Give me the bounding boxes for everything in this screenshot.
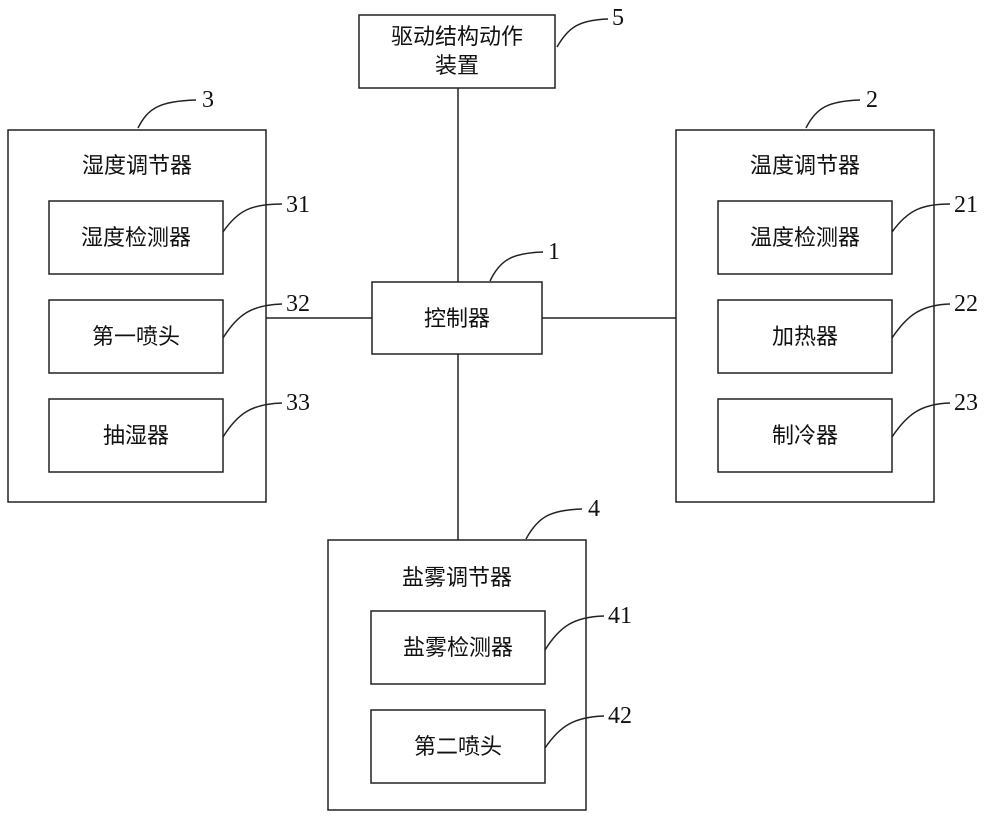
ref-41: 41 [608,603,632,629]
ref-23: 23 [954,390,978,416]
cooler-label: 制冷器 [772,424,838,449]
ref-32: 32 [286,291,310,317]
controller-node: 控制器 [371,281,543,355]
ref-2: 2 [866,87,878,113]
reference-numerals: 5 1 3 2 4 31 32 33 21 22 23 41 42 [202,5,978,729]
ref-5: 5 [612,5,624,31]
ref-3: 3 [202,87,214,113]
leader-31 [222,203,283,233]
leader-1 [489,251,544,282]
ref-22: 22 [954,291,978,317]
temperature-detector-label: 温度检测器 [750,226,860,251]
drive-label-line1: 驱动结构动作 [391,25,523,50]
leader-41 [544,615,605,651]
ref-4: 4 [588,496,600,522]
leader-5 [556,18,609,48]
leader-23 [891,402,951,438]
leader-32 [222,303,283,339]
ref-21: 21 [954,192,978,218]
heater-label: 加热器 [772,325,838,350]
ref-1: 1 [548,239,560,265]
ref-33: 33 [286,390,310,416]
leader-lines [137,18,951,749]
salt-fog-regulator-node: 盐雾调节器 盐雾检测器 第二喷头 [327,539,587,811]
leader-21 [891,203,951,233]
humidity-detector-label: 湿度检测器 [81,226,191,251]
leader-42 [544,715,605,749]
drive-node: 驱动结构动作 装置 [358,14,556,89]
leader-2 [805,99,861,129]
second-nozzle-label: 第二喷头 [414,735,502,760]
temperature-regulator-node: 温度调节器 温度检测器 加热器 制冷器 [675,129,935,503]
ref-31: 31 [286,192,310,218]
dehumidifier-label: 抽湿器 [103,424,169,449]
leader-33 [222,402,283,438]
leader-22 [891,303,951,339]
humidity-regulator-node: 湿度调节器 湿度检测器 第一喷头 抽湿器 [7,129,267,503]
first-nozzle-label: 第一喷头 [92,325,180,350]
leader-4 [525,508,583,540]
ref-42: 42 [608,703,632,729]
humidity-regulator-label: 湿度调节器 [82,154,192,179]
drive-label-line2: 装置 [435,54,479,79]
salt-fog-regulator-label: 盐雾调节器 [402,566,512,591]
temperature-regulator-label: 温度调节器 [750,154,860,179]
controller-label: 控制器 [424,307,490,332]
leader-3 [137,99,197,129]
salt-fog-detector-label: 盐雾检测器 [403,636,513,661]
